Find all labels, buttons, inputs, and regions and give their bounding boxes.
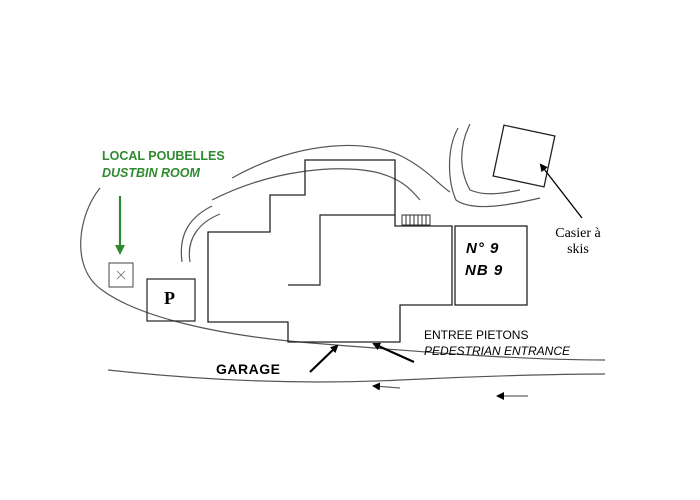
dustbin-label-en: DUSTBIN ROOM [102,166,200,180]
road-inner-top [211,168,421,201]
building-inner-step [288,214,395,286]
arrow-icon [539,163,583,219]
ski-locker-building [492,124,556,188]
garage-label: GARAGE [216,361,281,377]
x-box-icon [108,262,134,288]
ski-path-inner [461,123,521,195]
dustbin-label-fr: LOCAL POUBELLES [102,149,225,163]
unit-9-block [454,225,528,306]
main-building [207,159,453,343]
drive-inner [188,213,221,263]
drive-outer [180,205,213,263]
unit-number-en: NB 9 [465,262,504,279]
unit-number-fr: N° 9 [466,240,500,257]
road-outlines [80,123,606,383]
arrow-icon [372,342,415,364]
ski-locker-label-line1: Casier à [555,226,601,241]
ski-locker-label: Casier à skis [545,226,611,258]
parking-box [146,278,196,322]
arrow-icon [309,344,339,373]
road-bottom [107,369,606,383]
road-outer-left [80,187,606,361]
entrance-label-fr: ENTREE PIETONS [424,328,529,342]
entrance-label-en: PEDESTRIAN ENTRANCE [424,344,571,358]
road-outer-top [231,144,451,193]
stairs-hatch [401,214,431,226]
ski-locker-label-line2: skis [567,242,589,258]
parking-label: P [164,288,175,308]
ski-path-outer [448,127,541,208]
arrow-icon [372,382,401,391]
